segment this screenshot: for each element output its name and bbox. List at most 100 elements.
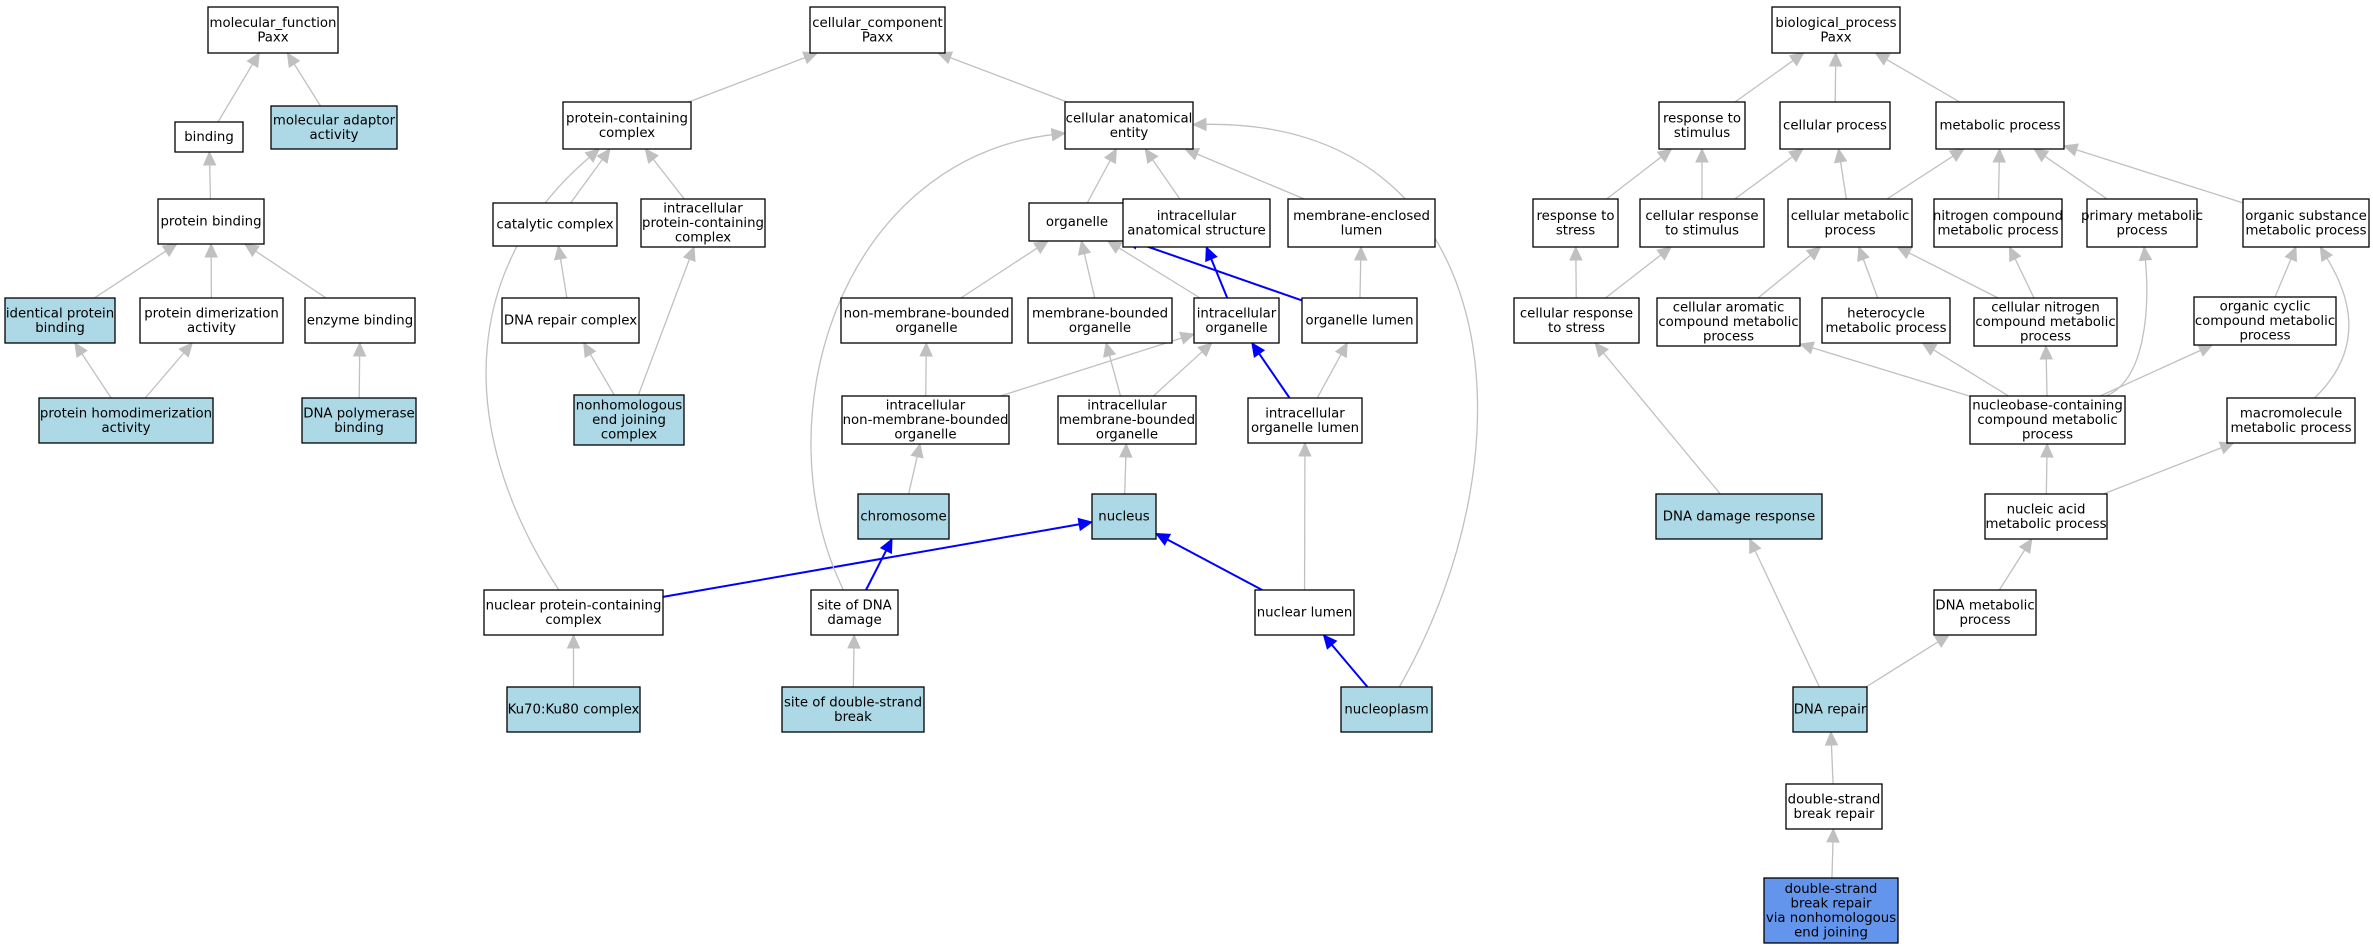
edge-cell_met-to-cell_proc	[1833, 147, 1848, 200]
edge-nuc_acid-to-nucleobase	[2040, 442, 2054, 495]
arrowhead	[2138, 245, 2153, 262]
arrowhead	[1032, 240, 1049, 255]
node-box	[1658, 101, 1746, 150]
node-label: nuclear lumen	[1257, 606, 1353, 621]
node-box	[1247, 397, 1363, 444]
edge-dna_repair_cx-to-catalytic	[553, 244, 568, 299]
edge-ic_anat-to-cae	[1144, 148, 1181, 200]
node-label: process	[2022, 428, 2073, 443]
arrowhead	[1656, 246, 1673, 261]
node-enzyme_binding[interactable]: enzyme binding	[304, 297, 416, 344]
edge-ic_nmb_org-to-ic_org	[1000, 331, 1196, 397]
node-dna_dmg_resp[interactable]: DNA damage response	[1655, 493, 1823, 540]
node-chromosome[interactable]: chromosome	[857, 493, 950, 540]
node-label: response to	[1537, 209, 1615, 224]
node-label: membrane-bounded	[1032, 306, 1168, 321]
edge-org_cyclic-to-org_sub_met	[2274, 245, 2298, 298]
node-org_lumen[interactable]: organelle lumen	[1301, 297, 1418, 344]
node-box	[2086, 198, 2198, 248]
node-cell_proc[interactable]: cellular process	[1779, 101, 1891, 150]
arrowhead	[161, 243, 178, 258]
node-box	[1057, 395, 1197, 445]
node-label: protein-containing	[566, 111, 688, 126]
edge-cell_resp_stim-to-resp_stim	[1695, 147, 1709, 199]
node-label: molecular_function	[210, 16, 337, 31]
node-ic_nmb_org[interactable]: intracellularnon-membrane-boundedorganel…	[841, 395, 1010, 445]
arrowhead	[553, 244, 568, 261]
node-label: activity	[187, 321, 236, 336]
node-organelle[interactable]: organelle	[1028, 202, 1126, 242]
node-met_proc[interactable]: metabolic process	[1935, 101, 2065, 150]
node-ku[interactable]: Ku70:Ku80 complex	[506, 686, 641, 733]
node-binding[interactable]: binding	[174, 121, 244, 153]
node-nuc_lumen[interactable]: nuclear lumen	[1254, 589, 1355, 636]
edge-nuc_lumen-to-ic_org_lumen	[1298, 441, 1312, 591]
edge-org_lumen-to-mem_lumen	[1353, 245, 1368, 299]
edge-nitro_met-to-met_proc	[1992, 147, 2007, 200]
node-label: organic substance	[2245, 209, 2367, 224]
node-dna_repair_cx[interactable]: DNA repair complex	[501, 297, 640, 344]
node-label: protein-containing	[642, 216, 764, 231]
node-label: nuclear protein-containing	[486, 598, 662, 613]
node-nucleoplasm[interactable]: nucleoplasm	[1340, 686, 1433, 733]
node-label: cellular_component	[812, 16, 943, 31]
node-box	[1933, 589, 2037, 636]
node-label: biological_process	[1775, 16, 1896, 31]
edge-catalytic-to-prot_complex	[570, 148, 611, 204]
arrowhead	[204, 242, 218, 258]
node-protein_binding[interactable]: protein binding	[157, 198, 265, 245]
edge-cell_arom-to-cell_met	[1757, 246, 1822, 299]
node-nucleus[interactable]: nucleus	[1091, 493, 1157, 540]
edge-prim_met-to-met_proc	[2033, 148, 2108, 200]
node-label: damage	[827, 613, 881, 628]
node-catalytic[interactable]: catalytic complex	[492, 202, 618, 247]
arrowhead	[584, 148, 601, 163]
node-label: complex	[675, 231, 731, 246]
node-dna_repair[interactable]: DNA repair	[1792, 686, 1868, 733]
edge-ic_org_lumen-to-ic_org	[1251, 342, 1291, 399]
arrowhead	[1191, 117, 1207, 132]
node-label: metabolic process	[2230, 421, 2351, 436]
